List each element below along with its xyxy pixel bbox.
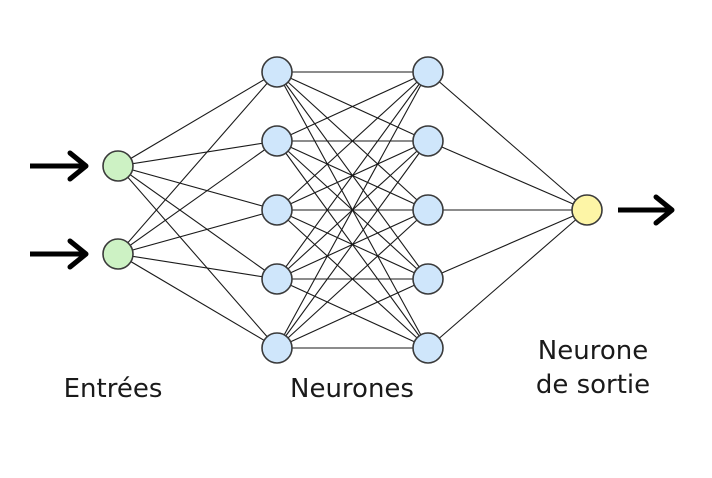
- connection-line: [427, 71, 588, 211]
- connection-line: [117, 253, 278, 280]
- hidden-neuron-layer2: [412, 332, 444, 364]
- hidden-neuron-layer1: [261, 263, 293, 295]
- input-neuron: [102, 238, 134, 270]
- output-label-line1: Neurone: [537, 336, 649, 366]
- hidden-neuron-layer2: [412, 194, 444, 226]
- arrow-head: [67, 150, 89, 182]
- inputs-label: Entrées: [63, 374, 163, 404]
- input-arrow-icon: [30, 150, 89, 182]
- output-neuron-label: Neurone de sortie: [518, 334, 668, 402]
- hidden-neurons-label: Neurones: [290, 374, 414, 404]
- connection-line: [427, 209, 588, 349]
- output-arrow-icon: [618, 194, 675, 226]
- connection-line: [117, 165, 278, 349]
- hidden-neuron-layer1: [261, 194, 293, 226]
- connection-line: [117, 71, 278, 255]
- connection-line: [276, 209, 429, 349]
- connection-line: [276, 71, 429, 349]
- arrows: [30, 150, 675, 270]
- connection-line: [117, 71, 278, 167]
- arrow-head: [653, 194, 675, 226]
- arrow-head: [67, 238, 89, 270]
- hidden-neuron-layer2: [412, 56, 444, 88]
- hidden-neuron-layer1: [261, 332, 293, 364]
- connection-line: [427, 209, 588, 280]
- connection-line: [276, 71, 429, 142]
- connection-line: [117, 165, 278, 211]
- neurons: [102, 56, 603, 364]
- connection-line: [276, 278, 429, 349]
- connection-line: [117, 209, 278, 255]
- hidden-neuron-layer1: [261, 56, 293, 88]
- connection-line: [117, 140, 278, 255]
- connection-line: [117, 140, 278, 167]
- hidden-neuron-layer1: [261, 125, 293, 157]
- connection-line: [427, 140, 588, 211]
- connection-line: [117, 253, 278, 349]
- connection-line: [276, 140, 429, 349]
- connection-line: [117, 165, 278, 280]
- hidden-neuron-layer2: [412, 263, 444, 295]
- input-arrow-icon: [30, 238, 89, 270]
- connection-line: [276, 71, 429, 211]
- connection-line: [276, 71, 429, 280]
- output-neuron: [571, 194, 603, 226]
- input-neuron: [102, 150, 134, 182]
- output-label-line2: de sortie: [535, 370, 651, 400]
- connections: [117, 71, 588, 349]
- hidden-neuron-layer2: [412, 125, 444, 157]
